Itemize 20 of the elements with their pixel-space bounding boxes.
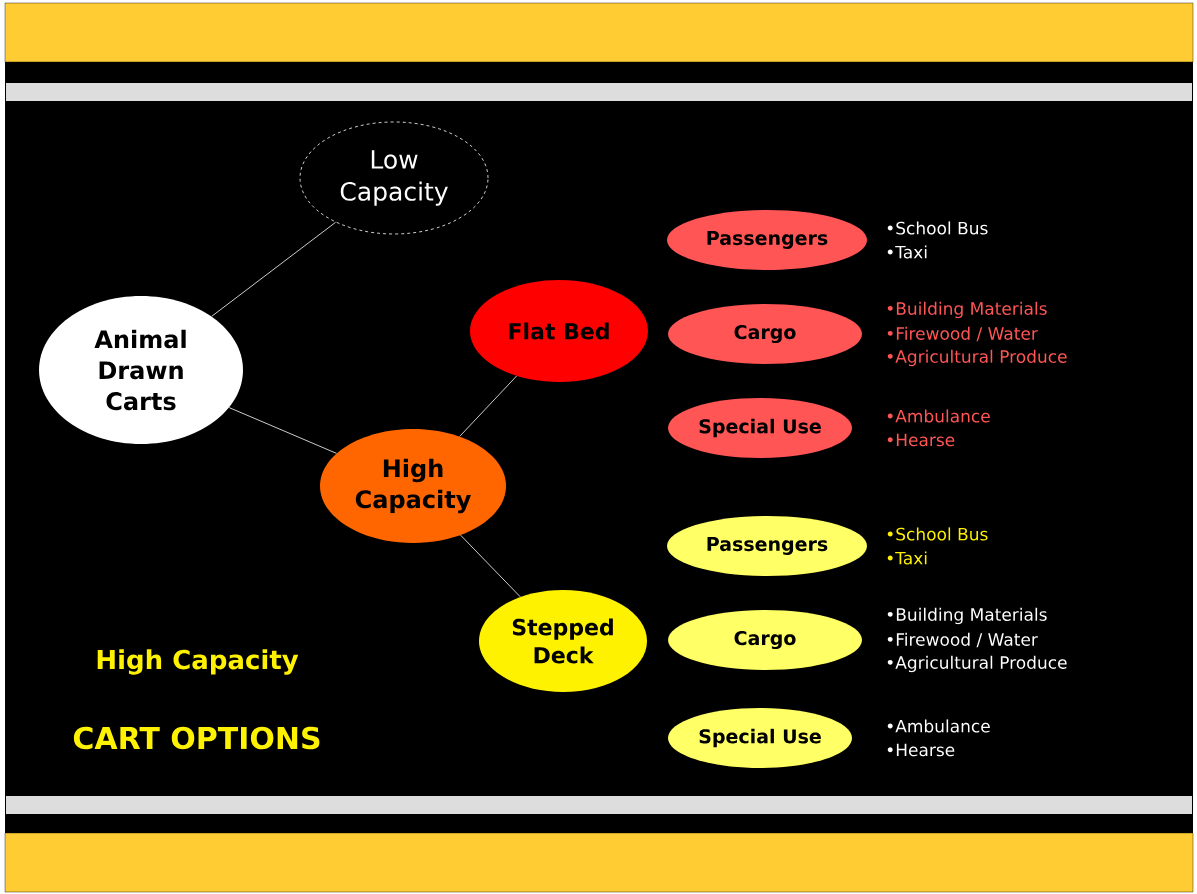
list-item: •Hearse xyxy=(887,743,955,757)
list-item: •Agricultural Produce xyxy=(887,655,1067,673)
list-item: •Taxi xyxy=(887,551,927,565)
list-item: •Firewood / Water xyxy=(887,326,1038,342)
list-item: •Building Materials xyxy=(887,607,1047,625)
list-item: •Building Materials xyxy=(887,301,1047,319)
list-item: •Ambulance xyxy=(887,719,990,733)
list-item: •School Bus xyxy=(887,221,988,235)
heading-text: High Capacity xyxy=(97,649,299,675)
connector-line xyxy=(211,221,336,317)
list-item: •School Bus xyxy=(887,527,988,541)
list-item: •Firewood / Water xyxy=(887,632,1038,648)
list-item: •Hearse xyxy=(887,433,955,447)
heading-text: CART OPTIONS xyxy=(73,726,320,750)
list-item: •Taxi xyxy=(887,245,927,259)
list-item: •Ambulance xyxy=(887,409,990,423)
list-item: •Agricultural Produce xyxy=(887,349,1067,367)
connector-line xyxy=(460,534,521,598)
connector-line xyxy=(228,407,337,454)
connector-line xyxy=(459,375,517,437)
